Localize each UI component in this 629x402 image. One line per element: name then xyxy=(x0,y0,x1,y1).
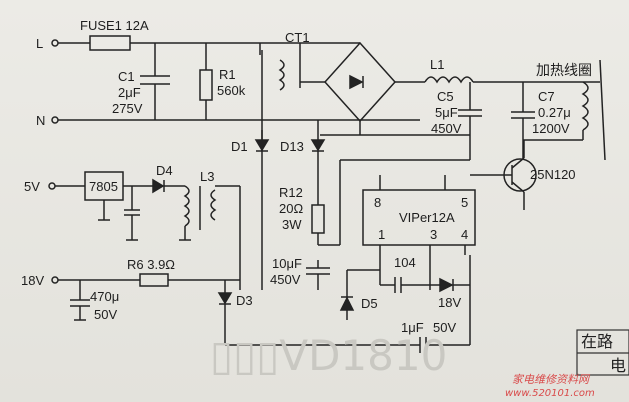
watermark-url: www.520101.com xyxy=(505,388,595,399)
label-r1-val: 560k xyxy=(217,83,246,98)
ct1-coil xyxy=(278,59,285,91)
label-7805: 7805 xyxy=(89,179,118,194)
label-l: L xyxy=(36,36,44,51)
label-pin4: 4 xyxy=(461,227,469,242)
ghost-text-large: ▯▯▯VD1810 xyxy=(210,331,448,380)
label-l3: L3 xyxy=(200,169,215,184)
l3-secondary xyxy=(210,189,217,221)
r1-symbol xyxy=(199,69,213,101)
label-ic: VIPer12A xyxy=(399,210,455,225)
label-d13: D13 xyxy=(280,139,304,154)
label-18v-zener: 18V xyxy=(438,295,462,310)
corner-text-1: 在路 xyxy=(581,332,614,351)
viper12a-ic xyxy=(362,189,476,246)
label-c7-cap: 0.27μ xyxy=(538,105,571,120)
label-pin8: 8 xyxy=(374,195,382,210)
r6-symbol xyxy=(139,273,169,287)
label-r12-val: 20Ω xyxy=(279,201,304,216)
label-c470-cap: 470μ xyxy=(90,289,120,304)
label-c1u-cap: 1μF xyxy=(401,320,424,335)
label-r6: R6 3.9Ω xyxy=(127,257,176,272)
label-c5-volt: 450V xyxy=(431,121,462,136)
terminal-l xyxy=(51,39,59,47)
terminal-5v xyxy=(48,182,56,190)
label-pin1: 1 xyxy=(378,227,386,242)
heating-coil xyxy=(581,81,589,131)
label-c1u-volt: 50V xyxy=(433,320,457,335)
label-c7-volt: 1200V xyxy=(532,121,570,136)
label-heating-coil: 加热线圈 xyxy=(536,63,592,79)
label-c5-cap: 5μF xyxy=(435,105,458,120)
label-5v: 5V xyxy=(24,179,40,194)
label-c1-cap: 2μF xyxy=(118,85,141,100)
label-r1-name: R1 xyxy=(219,67,236,82)
label-transistor: 25N120 xyxy=(530,167,576,182)
label-c1-volt: 275V xyxy=(112,101,143,116)
label-n: N xyxy=(36,113,46,128)
label-d1: D1 xyxy=(231,139,248,154)
label-c5-name: C5 xyxy=(437,89,454,104)
label-d4: D4 xyxy=(156,163,173,178)
label-c470-volt: 50V xyxy=(94,307,118,322)
label-c10u-cap: 10μF xyxy=(272,256,302,271)
label-c1-name: C1 xyxy=(118,69,135,84)
label-c7-name: C7 xyxy=(538,89,555,104)
label-18v: 18V xyxy=(21,273,45,288)
terminal-n xyxy=(51,116,59,124)
label-pin5: 5 xyxy=(461,195,469,210)
label-r12-name: R12 xyxy=(279,185,303,200)
label-cap104: 104 xyxy=(394,255,416,270)
corner-text-2: 电 xyxy=(610,356,627,375)
label-d3: D3 xyxy=(236,293,253,308)
r12-symbol xyxy=(311,204,325,234)
label-r12-pow: 3W xyxy=(282,217,302,232)
fuse-symbol xyxy=(89,35,131,51)
l1-coil xyxy=(424,76,474,84)
terminal-18v xyxy=(51,276,59,284)
label-pin3: 3 xyxy=(430,227,438,242)
l3-primary xyxy=(183,185,190,227)
label-d5: D5 xyxy=(361,296,378,311)
label-c10u-volt: 450V xyxy=(270,272,301,287)
label-ct1: CT1 xyxy=(285,30,310,45)
watermark-title: 家电维修资料网 xyxy=(512,373,589,386)
label-l1: L1 xyxy=(430,57,445,72)
label-fuse: FUSE1 12A xyxy=(80,18,149,33)
